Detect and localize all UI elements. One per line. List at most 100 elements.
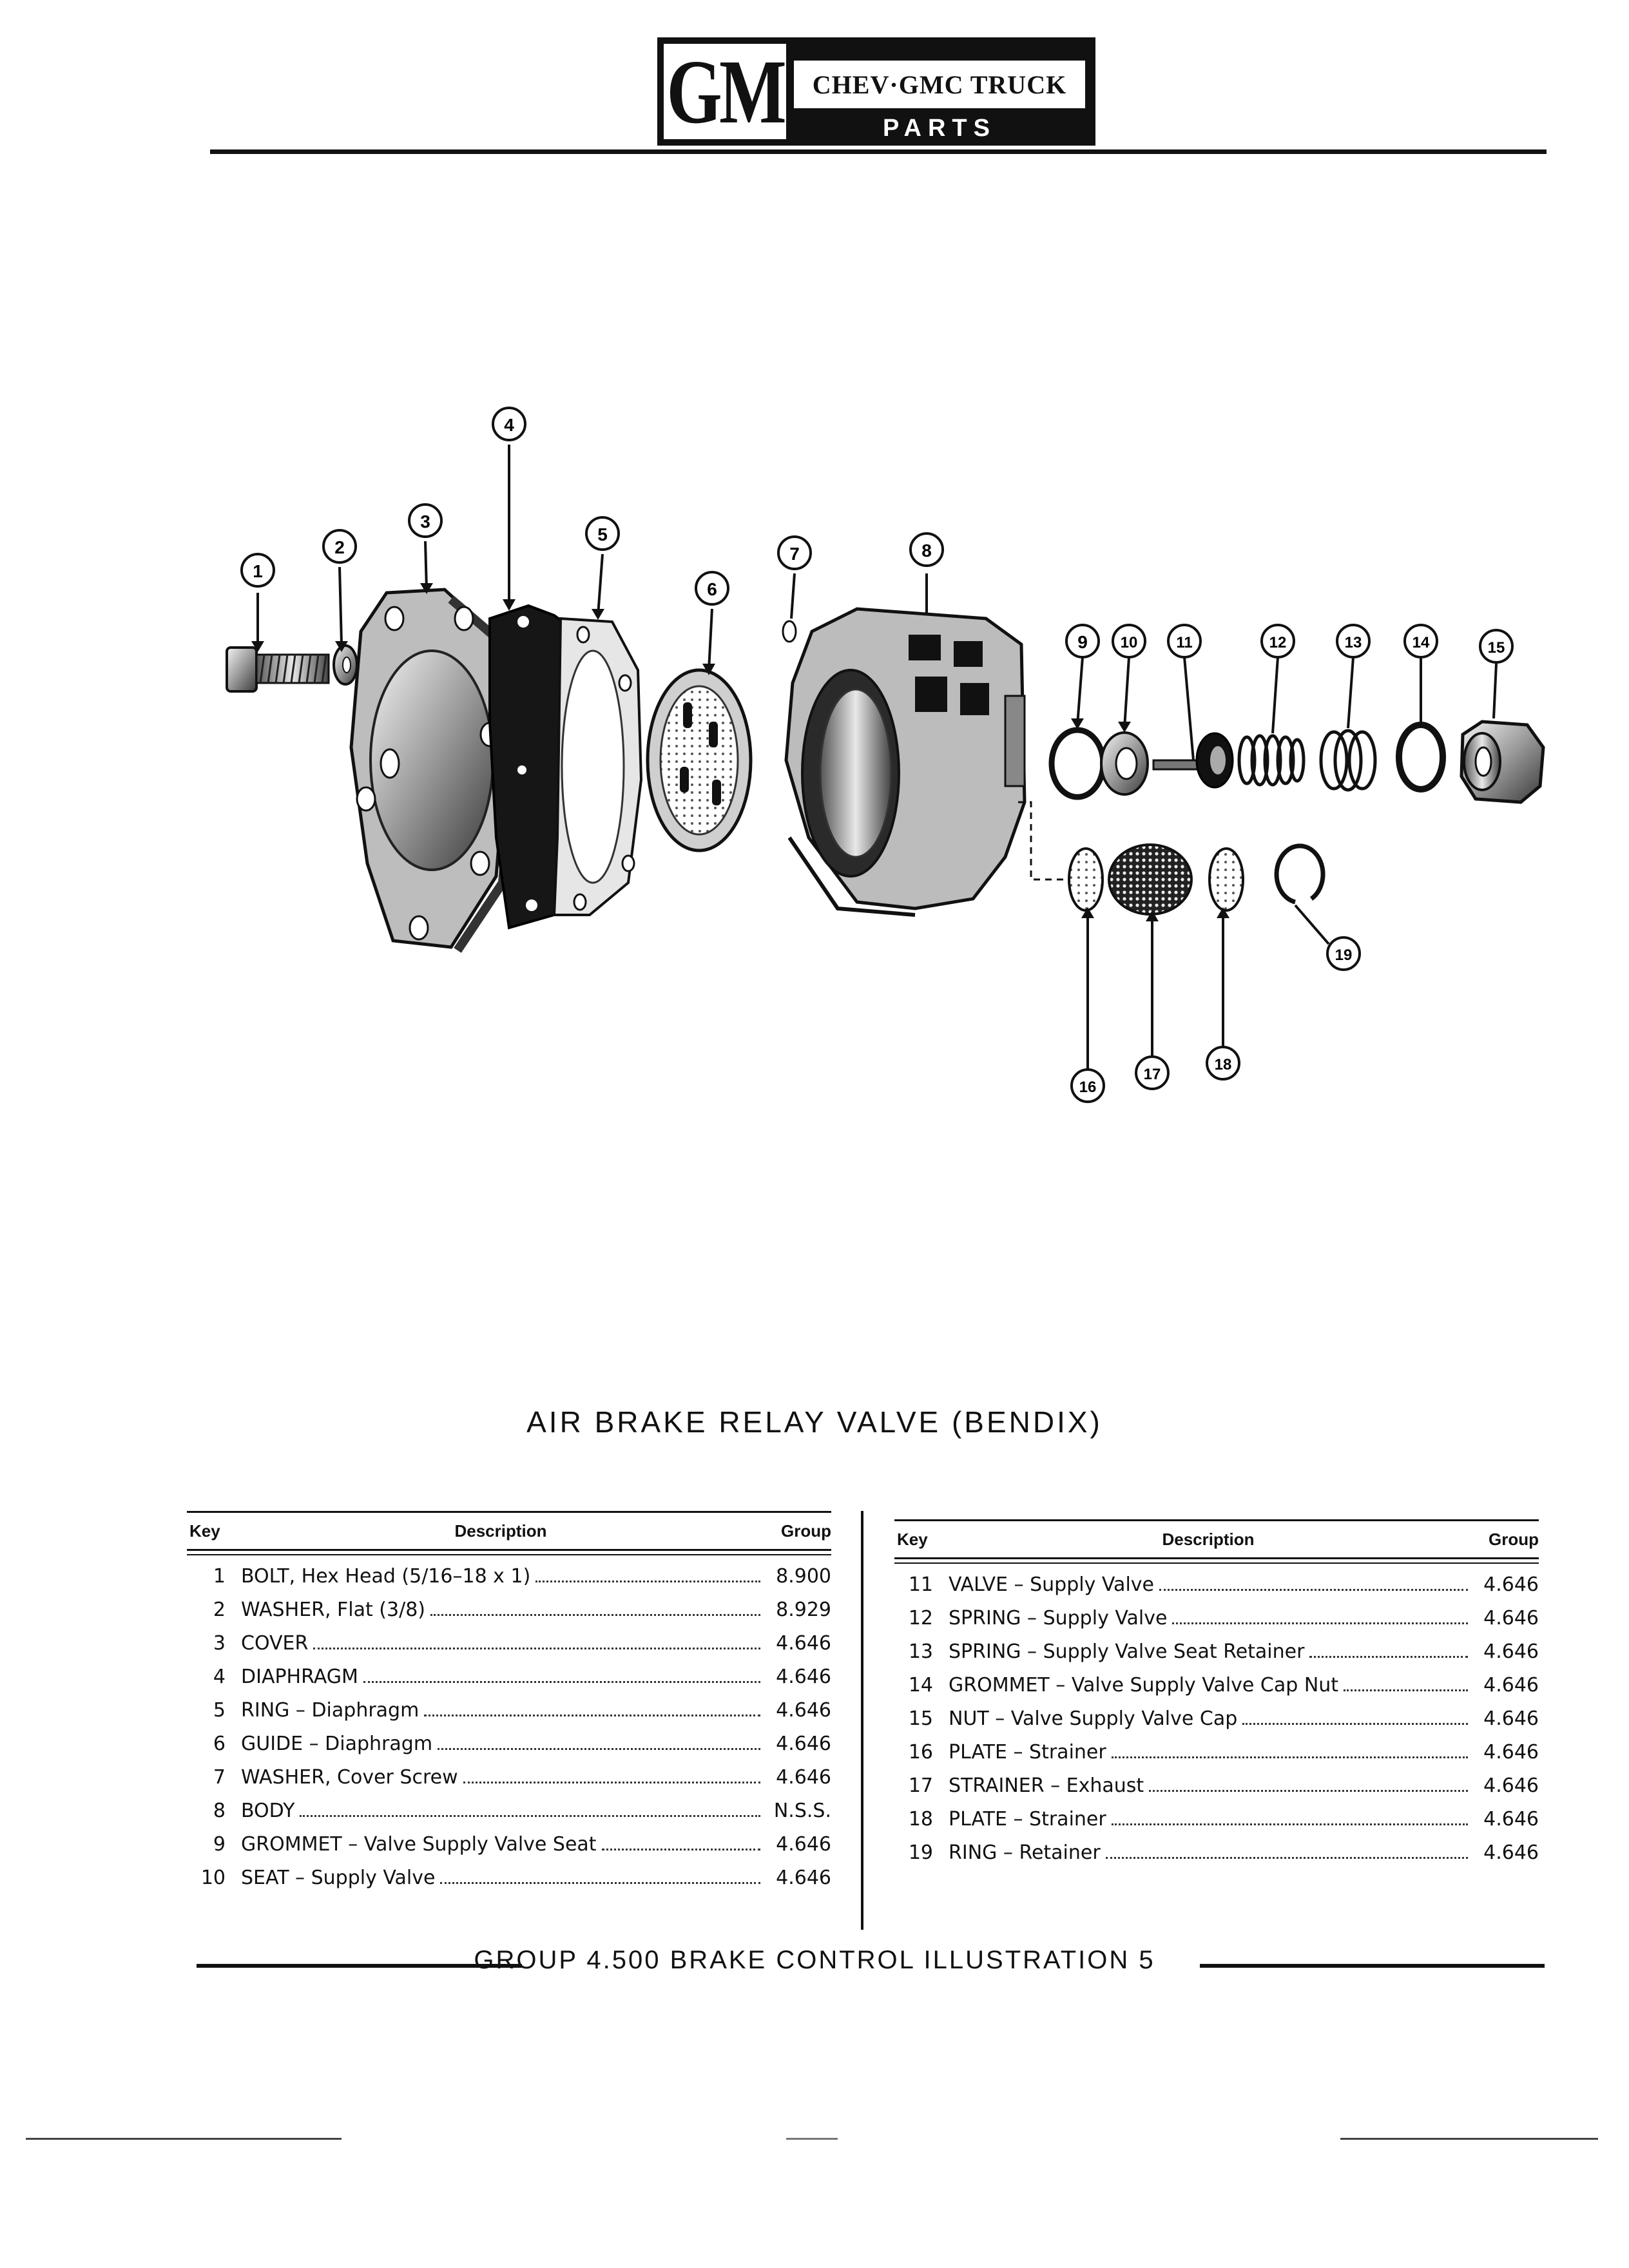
leader-dots — [601, 1849, 760, 1850]
callout-number: 11 — [1176, 634, 1192, 651]
row-description-text: GROMMET – Valve Supply Valve Seat — [241, 1833, 597, 1856]
table-header: Key Description Group — [894, 1521, 1539, 1564]
callout-4: 4 — [492, 407, 526, 441]
leader-dots — [463, 1782, 760, 1783]
callout-15: 15 — [1479, 629, 1514, 664]
row-group: 4.646 — [1483, 1573, 1539, 1596]
row-group: 4.646 — [1483, 1808, 1539, 1831]
callout-number: 9 — [1077, 632, 1088, 652]
row-description: WASHER, Cover Screw — [241, 1766, 760, 1789]
row-group: 4.646 — [1483, 1707, 1539, 1730]
callout-number: 8 — [921, 541, 932, 561]
row-description: STRAINER – Exhaust — [949, 1774, 1468, 1797]
leader-lines — [256, 445, 1498, 1070]
page-footer: GROUP 4.500 BRAKE CONTROL ILLUSTRATION 5 — [0, 1946, 1629, 1984]
callout-8: 8 — [909, 532, 944, 567]
row-key: 14 — [908, 1674, 933, 1696]
row-description-text: PLATE – Strainer — [949, 1808, 1106, 1831]
row-key: 10 — [200, 1867, 226, 1889]
footer-rule-right — [1200, 1964, 1545, 1968]
part-cap-nut — [1460, 720, 1545, 804]
leader-dots — [430, 1614, 760, 1616]
row-description-text: COVER — [241, 1632, 309, 1655]
row-description: VALVE – Supply Valve — [949, 1573, 1468, 1596]
leader-arrowheads — [251, 583, 1229, 921]
row-group: 4.646 — [776, 1867, 831, 1889]
callout-number: 6 — [707, 579, 717, 599]
callout-number: 5 — [597, 524, 608, 544]
callout-17: 17 — [1135, 1055, 1170, 1090]
row-key: 11 — [908, 1573, 933, 1596]
brand-line: CHEV·GMC TRUCK — [812, 70, 1067, 99]
parts-table-right: Key Description Group 11 VALVE – Supply V… — [894, 1519, 1539, 1875]
catalogue-header: GM CHEV·GMC TRUCK PARTS CATALOGUE — [657, 37, 1095, 169]
row-key: 3 — [213, 1632, 226, 1655]
callout-5: 5 — [585, 516, 620, 551]
header-group: Group — [1489, 1529, 1539, 1549]
row-group: 4.646 — [776, 1699, 831, 1722]
row-description-text: RING – Diaphragm — [241, 1699, 419, 1722]
leader-dots — [1149, 1790, 1468, 1792]
row-group: 4.646 — [1483, 1607, 1539, 1629]
header-key: Key — [189, 1521, 220, 1541]
callout-number: 4 — [504, 415, 514, 435]
row-key: 16 — [908, 1741, 933, 1763]
row-group: 4.646 — [776, 1833, 831, 1856]
leader-dots — [1344, 1689, 1468, 1691]
part-cover-screw-washer — [782, 620, 797, 643]
callout-10: 10 — [1112, 624, 1146, 658]
callout-2: 2 — [322, 529, 357, 564]
catalogue-line: PARTS CATALOGUE — [834, 115, 1045, 169]
row-description-text: DIAPHRAGM — [241, 1666, 358, 1688]
column-divider — [861, 1511, 863, 1930]
footer-text: GROUP 4.500 BRAKE CONTROL ILLUSTRATION 5 — [474, 1946, 1155, 1974]
row-key: 4 — [213, 1666, 226, 1688]
callout-11: 11 — [1167, 624, 1202, 658]
row-description-text: WASHER, Flat (3/8) — [241, 1599, 425, 1621]
row-description-text: BODY — [241, 1800, 295, 1822]
row-description: DIAPHRAGM — [241, 1666, 760, 1688]
part-washer — [333, 644, 358, 686]
row-description: PLATE – Strainer — [949, 1741, 1468, 1763]
row-key: 1 — [213, 1565, 226, 1588]
header-description: Description — [454, 1521, 547, 1541]
callout-12: 12 — [1260, 624, 1295, 658]
brand-box: CHEV·GMC TRUCK — [794, 61, 1085, 108]
row-group: N.S.S. — [773, 1800, 831, 1822]
row-group: 4.646 — [1483, 1841, 1539, 1864]
part-cover — [349, 588, 521, 953]
part-supply-valve-seat — [1100, 731, 1149, 796]
callout-16: 16 — [1070, 1068, 1105, 1103]
leader-dots — [535, 1581, 760, 1582]
row-description-text: GUIDE – Diaphragm — [241, 1733, 433, 1755]
table-row: 11 VALVE – Supply Valve 4.646 — [894, 1573, 1539, 1607]
callout-7: 7 — [777, 535, 812, 570]
header-rule — [210, 149, 1547, 154]
part-bolt — [226, 646, 330, 693]
row-group: 4.646 — [1483, 1741, 1539, 1763]
callout-number: 16 — [1079, 1079, 1097, 1096]
table-header: Key Description Group — [187, 1513, 831, 1555]
part-retainer-ring — [1274, 843, 1325, 905]
callout-number: 18 — [1215, 1056, 1232, 1073]
part-body — [784, 607, 1027, 917]
scan-edge-line-right — [1340, 2138, 1598, 2140]
leader-dots — [300, 1815, 760, 1817]
leader-dots — [1309, 1656, 1468, 1658]
row-key: 5 — [213, 1699, 226, 1722]
row-group: 4.646 — [1483, 1674, 1539, 1696]
row-description: PLATE – Strainer — [949, 1808, 1468, 1831]
gm-logo: GM — [664, 44, 786, 139]
table-top-rule — [187, 1511, 831, 1513]
row-group: 8.900 — [776, 1565, 831, 1588]
row-key: 9 — [213, 1833, 226, 1856]
part-seat-retainer-spring — [1319, 729, 1377, 792]
